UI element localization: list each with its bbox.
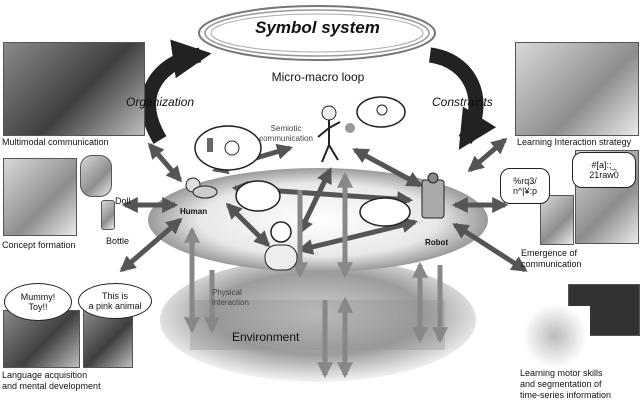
human-figure (185, 177, 218, 199)
speech-bubble-robot-2: #[a]:;_ 21raw0 (572, 152, 636, 188)
child-figure (317, 105, 355, 163)
emergence-of-communication-label: Emergence of communication (521, 248, 582, 269)
concept-formation-photo (3, 158, 77, 236)
speech-bubble-pink-animal: This is a pink animal (78, 283, 152, 319)
vertical-arrows (183, 171, 449, 379)
bottle-label: Bottle (106, 236, 130, 246)
physical-interaction-label: Physical interaction (212, 288, 249, 307)
multimodal-photo (3, 42, 145, 136)
micro-macro-loop-label: Micro-macro loop (271, 70, 365, 84)
speech-bubble-robot-1: %rq3/ n^|¥:p (500, 168, 550, 204)
concept-formation-label: Concept formation (2, 240, 76, 250)
environment-disc (160, 258, 476, 382)
woman-thought-bubble (194, 125, 262, 171)
constraints-label: Constraints (432, 95, 493, 109)
multimodal-communication-label: Multimodal communication (2, 137, 109, 147)
robot-label: Robot (425, 238, 449, 247)
semiotic-communication-label: Semiotic communication (259, 124, 313, 143)
speech-bubble-mummy: Mummy! Toy!! (4, 283, 72, 321)
environment-label: Environment (232, 330, 300, 344)
motor-skills-figure (520, 306, 590, 366)
outer-arrows (119, 137, 528, 273)
child-thought-bubble (356, 96, 406, 128)
robot-photo-2 (540, 195, 574, 245)
symbol-system-title: Symbol system (255, 18, 380, 37)
language-photo-2 (83, 310, 133, 368)
learning-interaction-strategy-label: Learning Interaction strategy (517, 137, 632, 147)
robot-on-disc (359, 172, 445, 227)
human-label: Human (180, 207, 208, 216)
doll-photo (80, 155, 112, 197)
motor-skills-label: Learning motor skills and segmentation o… (520, 368, 612, 400)
small-robot (235, 180, 298, 271)
doll-label: Doll (115, 196, 131, 206)
language-acquisition-label: Language acquisition and mental developm… (2, 370, 101, 391)
city-photo (190, 300, 445, 350)
constraints-arrow (428, 47, 496, 150)
organization-label: Organization (126, 95, 195, 109)
organization-arrow (141, 39, 212, 144)
bottle-photo (101, 200, 115, 230)
interaction-strategy-photo (515, 42, 639, 136)
symbol-system-ellipse (198, 5, 436, 61)
